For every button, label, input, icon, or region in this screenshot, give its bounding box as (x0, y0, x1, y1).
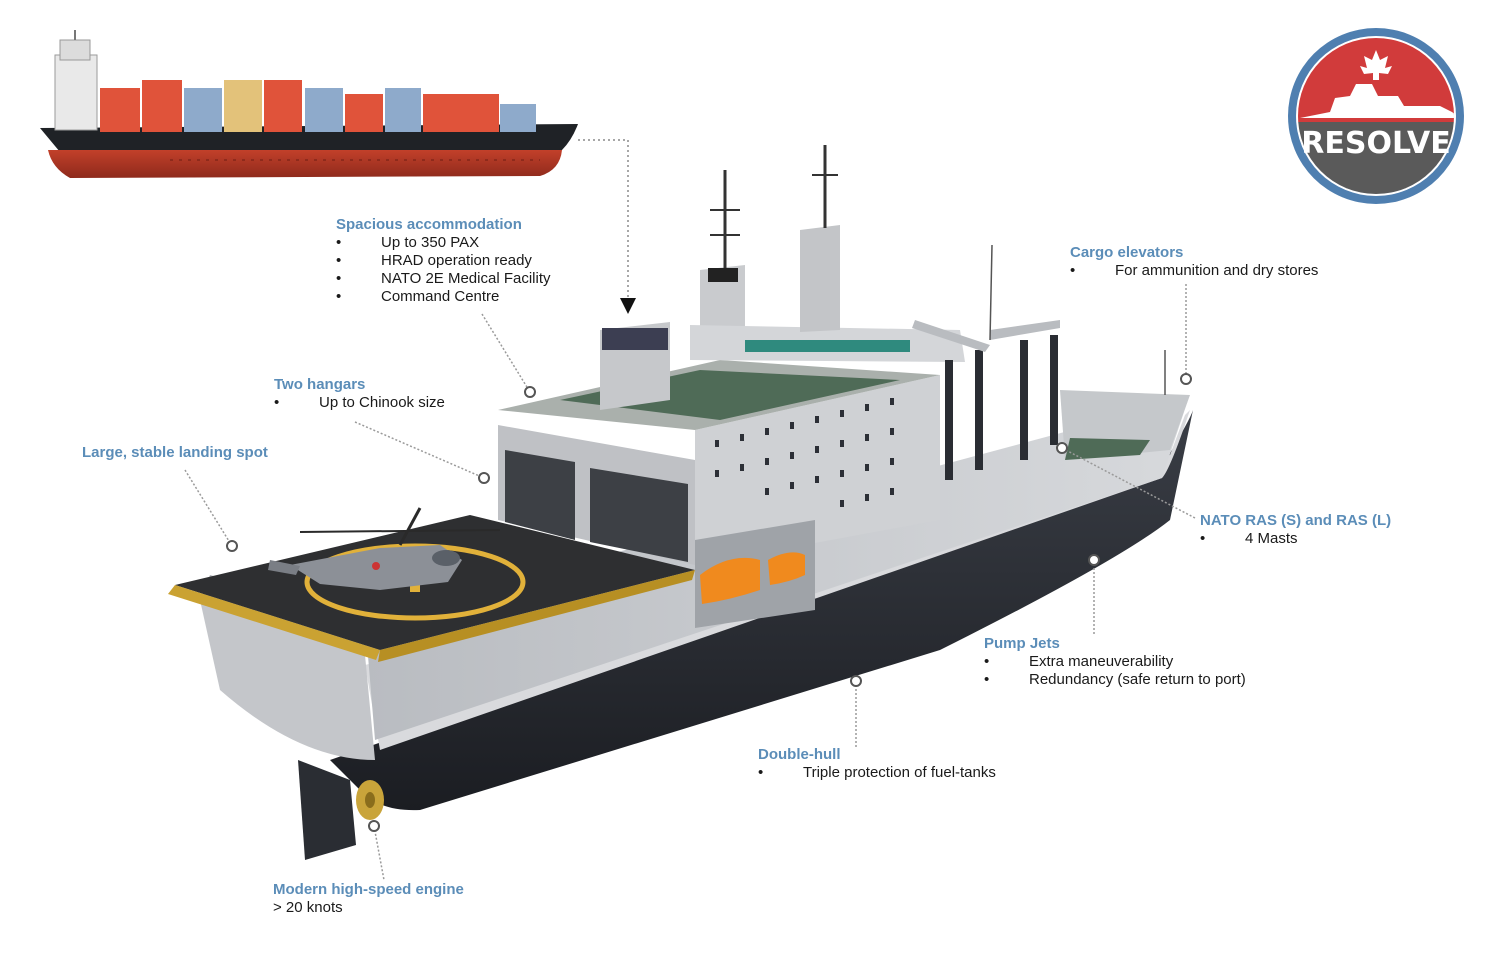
callout-item: •For ammunition and dry stores (1070, 262, 1319, 279)
propeller-icon (356, 780, 384, 820)
callout-item: •HRAD operation ready (336, 252, 532, 269)
callout-accommodation: Spacious accommodation •Up to 350 PAX •H… (336, 216, 551, 306)
resolve-logo: RESOLVE (1288, 28, 1464, 204)
callout-item: •NATO 2E Medical Facility (336, 270, 551, 287)
callout-item: •Up to Chinook size (274, 394, 445, 411)
callout-marker-icon (226, 373, 1192, 832)
callout-title: Double-hull (758, 746, 841, 763)
maple-leaf-icon (1360, 50, 1392, 80)
callout-title: Cargo elevators (1070, 244, 1184, 261)
rudder-icon (298, 760, 356, 860)
callout-hangars: Two hangars •Up to Chinook size (274, 376, 445, 412)
callout-item: •4 Masts (1200, 530, 1298, 547)
callout-pumpjets: Pump Jets •Extra maneuverability •Redund… (984, 635, 1246, 689)
callout-doublehull: Double-hull •Triple protection of fuel-t… (758, 746, 996, 782)
lifeboat-icon (700, 552, 805, 604)
callout-ras: NATO RAS (S) and RAS (L) •4 Masts (1200, 512, 1391, 548)
helicopter-icon (268, 507, 501, 590)
callout-item: •Command Centre (336, 288, 500, 305)
callout-engine: Modern high-speed engine > 20 knots (273, 881, 464, 917)
callout-item: •Extra maneuverability (984, 653, 1174, 670)
callout-title: Pump Jets (984, 635, 1060, 652)
logo-text: RESOLVE (1301, 126, 1450, 161)
callout-landing: Large, stable landing spot (82, 444, 268, 462)
callout-item: •Redundancy (safe return to port) (984, 671, 1246, 688)
callout-title: Two hangars (274, 376, 366, 393)
supply-ship (168, 145, 1193, 860)
callout-item: •Triple protection of fuel-tanks (758, 764, 996, 781)
callout-item: •Up to 350 PAX (336, 234, 480, 251)
callout-elevators: Cargo elevators •For ammunition and dry … (1070, 244, 1318, 280)
callout-title: Spacious accommodation (336, 216, 522, 233)
callout-title: Large, stable landing spot (82, 444, 268, 461)
callout-detail: > 20 knots (273, 899, 343, 916)
container-ship-icon (40, 30, 578, 178)
callout-title: Modern high-speed engine (273, 881, 464, 898)
callout-title: NATO RAS (S) and RAS (L) (1200, 512, 1392, 529)
